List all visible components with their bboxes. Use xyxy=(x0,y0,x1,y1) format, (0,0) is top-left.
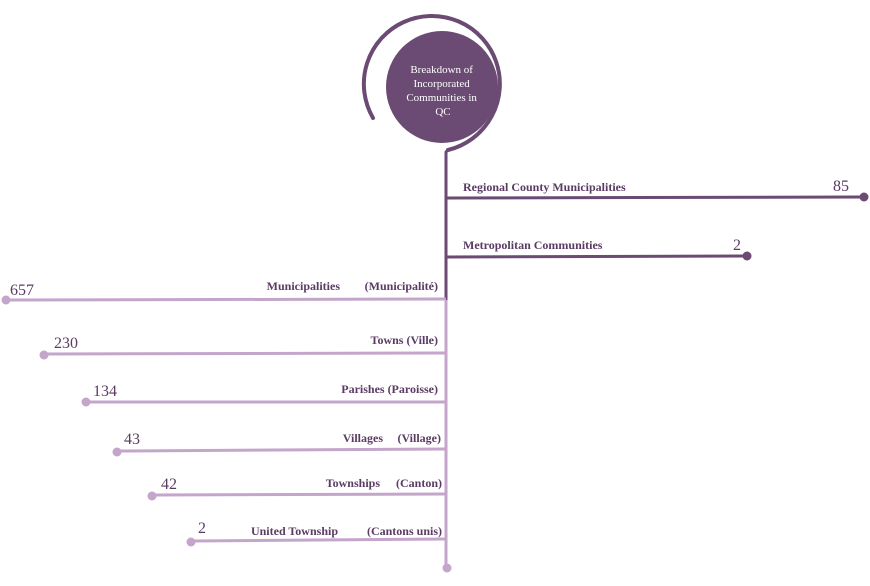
title-line-3: Communities in xyxy=(406,92,477,104)
branch-end-dot xyxy=(39,350,49,360)
branch-line xyxy=(45,351,447,356)
branch-label-alt: (Cantons unis) xyxy=(367,524,442,538)
branch-value: 85 xyxy=(833,178,849,195)
branch-label-alt: (Village) xyxy=(397,431,441,445)
trunk-dark xyxy=(444,148,450,300)
branch-value: 2 xyxy=(198,520,206,537)
branch-metropolitan-communities: Metropolitan Communities 2 xyxy=(445,237,752,261)
branch-value: 134 xyxy=(93,383,117,400)
branch-municipalities: Municipalities (Municipalité) 657 xyxy=(1,279,447,305)
title-line-1: Breakdown of xyxy=(410,64,473,76)
branch-end-dot xyxy=(742,251,752,261)
branch-line xyxy=(7,297,447,302)
title-circle xyxy=(386,31,498,143)
branch-end-dot xyxy=(1,295,11,305)
branch-line xyxy=(445,195,863,200)
branch-label: Towns (Ville) xyxy=(371,333,438,347)
branch-end-dot xyxy=(147,491,157,501)
branch-label: Metropolitan Communities xyxy=(463,238,603,252)
branch-end-dot xyxy=(186,537,196,547)
branch-value: 43 xyxy=(124,431,140,448)
title-line-2: Incorporated xyxy=(414,78,471,90)
branch-label: Municipalities xyxy=(267,279,341,293)
branch-regional-county-municipalities: Regional County Municipalities 85 xyxy=(445,178,869,202)
branch-label: Villages xyxy=(343,431,384,445)
branch-line xyxy=(118,447,447,453)
branch-value: 657 xyxy=(10,282,34,299)
branch-towns: Towns (Ville) 230 xyxy=(39,333,447,360)
branch-label-alt: (Municipalité) xyxy=(365,279,438,293)
title-line-4: QC xyxy=(435,106,450,118)
branch-line xyxy=(445,254,746,259)
title-text: Breakdown of Incorporated Communities in… xyxy=(406,64,479,118)
branch-end-dot xyxy=(859,192,869,202)
branch-townships: Townships (Canton) 42 xyxy=(147,476,447,501)
branch-villages: Villages (Village) 43 xyxy=(112,431,447,457)
branch-label: Townships xyxy=(326,476,381,490)
branch-end-dot xyxy=(81,397,91,407)
branch-label: United Township xyxy=(251,524,338,538)
branch-value: 230 xyxy=(54,335,78,352)
branch-united-township: United Township (Cantons unis) 2 xyxy=(186,520,447,547)
branch-label: Parishes (Paroisse) xyxy=(341,382,438,396)
branch-label: Regional County Municipalities xyxy=(463,180,626,194)
title-ring-arc xyxy=(361,13,502,152)
branch-line xyxy=(192,537,447,543)
branch-parishes: Parishes (Paroisse) 134 xyxy=(81,382,446,407)
branch-label-alt: (Canton) xyxy=(396,476,442,490)
branch-end-dot xyxy=(112,447,122,457)
branch-line xyxy=(153,492,447,497)
trunk-end-dot xyxy=(442,563,452,573)
branch-value: 2 xyxy=(733,237,741,254)
branch-value: 42 xyxy=(161,476,177,493)
